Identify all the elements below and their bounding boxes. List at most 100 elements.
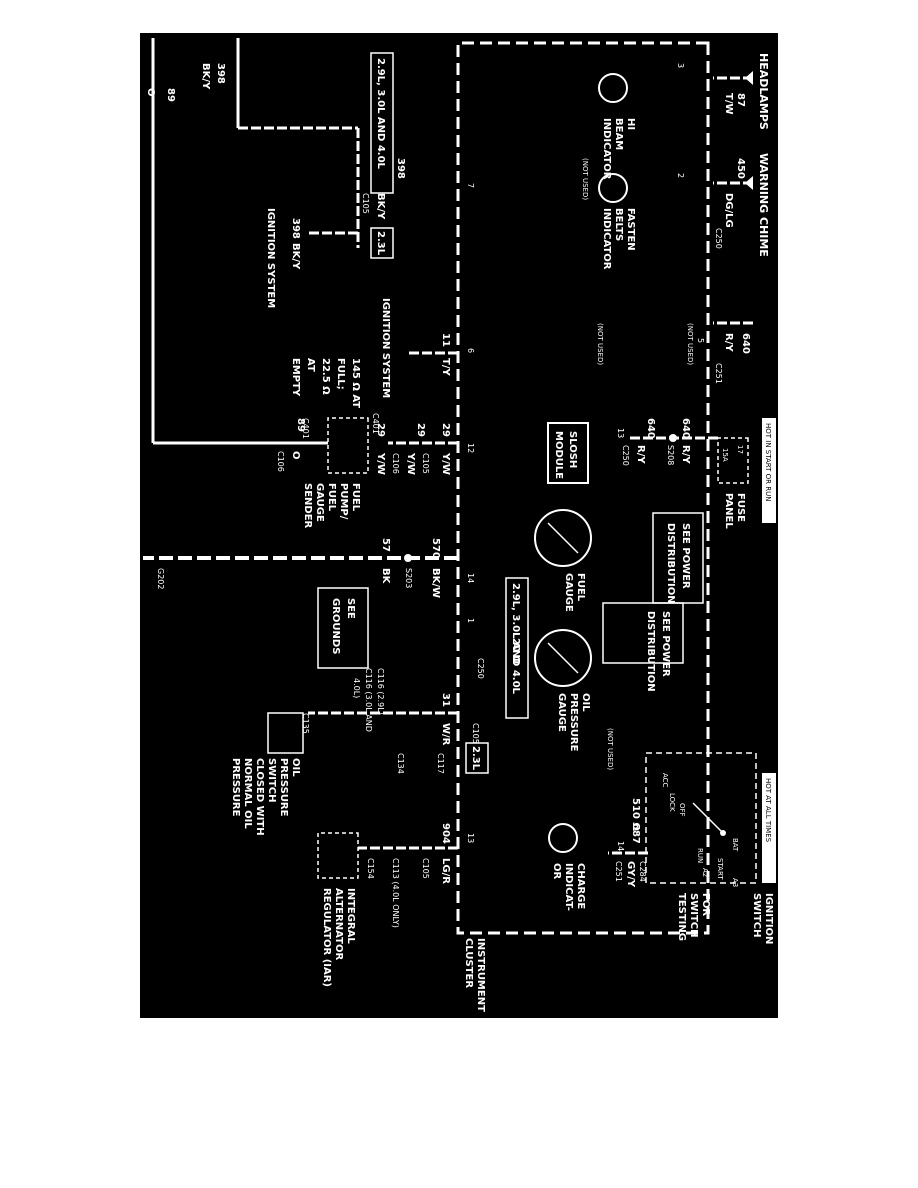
- not-used-1: (NOT USED): [606, 728, 614, 770]
- top-labels: HEADLAMPS WARNING CHIME: [757, 53, 770, 257]
- wire-450: 450 DG/LG C250: [713, 158, 753, 249]
- wire-dglg-label: DG/LG: [723, 193, 734, 228]
- wire-tw-label: T/W: [723, 93, 734, 115]
- connector-c401b: C401: [301, 418, 310, 439]
- wire-ob-label: O: [290, 451, 301, 460]
- l23-b-label: 2.3L: [470, 746, 481, 771]
- wire-398c-label: 398: [290, 218, 301, 239]
- wire-11-label: 11: [440, 333, 451, 347]
- connector-c113: C113 (4.0L ONLY): [391, 858, 400, 928]
- fasten-label-3: INDICATOR: [601, 208, 612, 270]
- start-label: START: [716, 858, 724, 880]
- lock-label: LOCK: [668, 793, 676, 812]
- ohm-510: 510 Ω: [630, 798, 641, 831]
- wire-57-label: 57: [380, 538, 391, 552]
- bat-label: BAT: [731, 838, 739, 852]
- wire-29a-label: 29: [440, 423, 451, 437]
- see-power-b-label-2: DISTRIBUTION: [645, 611, 656, 692]
- slosh-label-1: SLOSH: [567, 431, 578, 468]
- fuse-number: 17: [736, 445, 744, 454]
- oil-gauge-label-3: GAUGE: [556, 693, 567, 732]
- connector-c250a: C250: [714, 228, 723, 249]
- wire-ryb-label: R/Y: [680, 445, 691, 464]
- oil-switch-label-2: PRESSURE: [278, 758, 289, 817]
- slosh-label-2: MODULE: [553, 431, 564, 479]
- wire-640c-label: 640: [645, 418, 656, 439]
- pin-6: 6: [466, 348, 475, 353]
- splice-s208: S208: [666, 445, 675, 465]
- full-label: FULL;: [335, 358, 346, 390]
- connector-c251a: C251: [714, 363, 723, 384]
- a3-label: A3: [731, 878, 739, 887]
- fuse-panel-label-2: PANEL: [723, 493, 734, 529]
- pin-14b: 14: [466, 573, 475, 583]
- engines-a-label: 2.9L, 3.0L AND 4.0L: [375, 58, 386, 170]
- run-label: RUN: [696, 848, 704, 863]
- fuse-panel-label-1: FUSE: [735, 493, 746, 522]
- wire-31-label: 31: [440, 693, 451, 707]
- off-label: OFF: [678, 803, 686, 817]
- oil-switch-label-3: SWITCH: [266, 758, 277, 802]
- wire-wr-label: W/R: [440, 723, 451, 746]
- connector-c105c: C105: [471, 723, 480, 744]
- hot-all-times-label: HOT AT ALL TIMES: [764, 778, 772, 843]
- wire-89a-label: 89: [165, 88, 176, 102]
- connector-c105d: C105: [421, 858, 430, 879]
- oil-switch-label-6: PRESSURE: [230, 758, 241, 817]
- wire-640b-label: 640: [680, 418, 691, 439]
- wire-bkyb-label: BK/Y: [375, 193, 386, 220]
- hi-beam-label-2: BEAM: [613, 118, 624, 150]
- ignition-system-2: IGNITION SYSTEM: [380, 298, 391, 398]
- pin-7: 7: [466, 183, 475, 188]
- iar-label-2: ALTERNATOR: [333, 888, 344, 960]
- ohm-145: 145 Ω AT: [350, 358, 361, 408]
- fuel-gauge-label-1: FUEL: [575, 573, 586, 602]
- oil-switch-label-1: OIL: [290, 758, 301, 777]
- at-label: AT: [305, 358, 316, 372]
- fuel-pump-label-5: SENDER: [302, 483, 313, 529]
- connector-c106b: C106: [276, 451, 285, 472]
- fasten-label-1: FASTEN: [625, 208, 636, 251]
- a2-label: A2: [701, 868, 709, 877]
- wire-gyy-label: GY/Y: [625, 861, 636, 888]
- iar-label-3: REGULATOR (IAR): [321, 888, 332, 987]
- see-grounds-label-1: SEE: [345, 598, 356, 619]
- wire-450-label: 450: [735, 158, 746, 179]
- engines-b-label: 2.9L, 3.0L AND 4.0L: [510, 583, 521, 695]
- connector-c117: C117: [436, 753, 445, 774]
- instrument-label-2: CLUSTER: [463, 938, 474, 988]
- pin-12: 12: [466, 443, 475, 453]
- pin-13b: 13: [466, 833, 475, 843]
- fuse-amp: 15A: [721, 448, 729, 462]
- wire-89b-label: 89: [295, 418, 306, 432]
- wiring-diagram-frame: HEADLAMPS WARNING CHIME 87 T/W 450 DG/LG…: [140, 33, 778, 1018]
- fuel-pump-label-2: PUMP/: [338, 483, 349, 520]
- charge-label-2: INDICAT-: [563, 863, 574, 911]
- wire-687-label: 687: [630, 823, 641, 844]
- wire-640-a: 640 R/Y C251 5 (NOT USED): [686, 321, 753, 384]
- hi-beam-label-3: INDICATOR: [601, 118, 612, 180]
- for-switch-label-1: FOR: [700, 893, 711, 916]
- wire-ywa-label: Y/W: [440, 452, 451, 475]
- not-used-6: (NOT USED): [596, 323, 604, 365]
- headlamps-label: HEADLAMPS: [757, 53, 770, 130]
- wire-398a-label: 398: [215, 63, 226, 84]
- wire-640a-label: 640: [740, 333, 751, 354]
- instrument-cluster: INSTRUMENT CLUSTER HI BEAM INDICATOR 3 F…: [456, 41, 710, 1012]
- connector-c284: C284: [638, 861, 647, 882]
- oil-switch-label-4: CLOSED WITH: [254, 758, 265, 836]
- ignition-switch-label-1: IGNITION: [763, 893, 774, 944]
- wire-570-label: 570: [430, 538, 441, 559]
- fuel-pump-label-3: FUEL: [326, 483, 337, 512]
- wire-bkyc-label: BK/Y: [290, 243, 301, 270]
- charge-label-3: OR: [551, 863, 562, 880]
- wire-29c-label: 29: [375, 423, 386, 437]
- for-switch-label-2: SWITCH: [688, 893, 699, 937]
- wire-ywc-label: Y/W: [375, 452, 386, 475]
- connector-c105a: C105: [361, 193, 370, 214]
- wire-ryc-label: R/Y: [635, 445, 646, 464]
- ignition-switch-group: HOT AT ALL TIMES IGNITION SWITCH ACC LOC…: [608, 752, 776, 944]
- connector-c105b: C105: [421, 453, 430, 474]
- see-grounds-label-2: GROUNDS: [330, 598, 341, 654]
- ohm-20: 20 Ω: [510, 638, 521, 664]
